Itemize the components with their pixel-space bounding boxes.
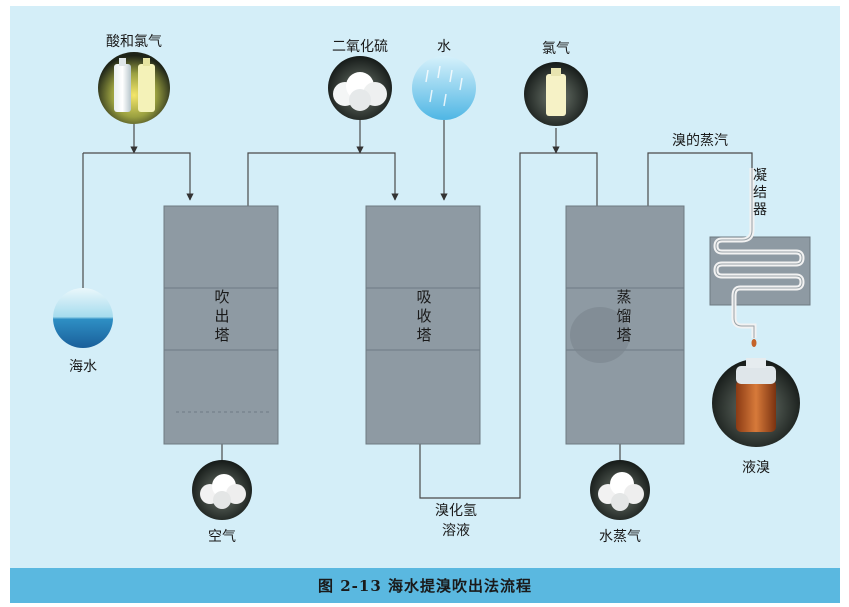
pipe-bromine-vapor xyxy=(647,152,753,206)
label-hbr-solution-line2: 溶液 xyxy=(442,523,470,539)
label-water: 水 xyxy=(437,39,451,55)
label-steam: 水蒸气 xyxy=(599,529,641,545)
label-hbr-solution-line1: 溴化氢 xyxy=(435,503,477,519)
pipe-blowout-to-absorb xyxy=(247,152,399,206)
blow-out-tower xyxy=(163,205,279,445)
condenser xyxy=(709,168,811,347)
water-droplets-icon xyxy=(412,56,476,120)
figure-caption: 图 2-13 海水提溴吹出法流程 xyxy=(318,577,532,595)
label-air: 空气 xyxy=(208,529,236,545)
steam-cloud-icon xyxy=(590,460,650,520)
distillation-tower xyxy=(565,205,685,445)
acid-chlorine-bottles-icon xyxy=(98,52,170,124)
pipe-hbr-to-distill xyxy=(419,152,598,499)
chlorine-bottle-icon xyxy=(524,62,588,126)
label-blow-out-tower: 吹出塔 xyxy=(214,288,229,344)
label-absorption-tower: 吸收塔 xyxy=(416,288,431,344)
absorption-tower xyxy=(365,205,481,445)
pipes xyxy=(82,118,753,499)
liquid-bromine-bottle-icon xyxy=(712,358,800,447)
label-seawater: 海水 xyxy=(69,359,97,375)
caption-bar: 图 2-13 海水提溴吹出法流程 xyxy=(10,568,840,603)
label-condenser: 凝结器 xyxy=(753,168,767,218)
label-distillation-tower: 蒸馏塔 xyxy=(616,288,631,344)
label-liquid-bromine: 液溴 xyxy=(742,460,770,476)
label-acid-chlorine: 酸和氯气 xyxy=(106,34,162,50)
sulfur-dioxide-cloud-icon xyxy=(328,56,392,120)
label-sulfur-dioxide: 二氧化硫 xyxy=(332,39,388,55)
bromine-droplet xyxy=(751,339,757,347)
label-chlorine: 氯气 xyxy=(542,41,570,57)
air-cloud-icon xyxy=(192,460,252,520)
pipe-to-blowout-top xyxy=(83,152,194,201)
label-bromine-vapor: 溴的蒸汽 xyxy=(672,133,728,149)
seawater-icon xyxy=(53,288,113,348)
